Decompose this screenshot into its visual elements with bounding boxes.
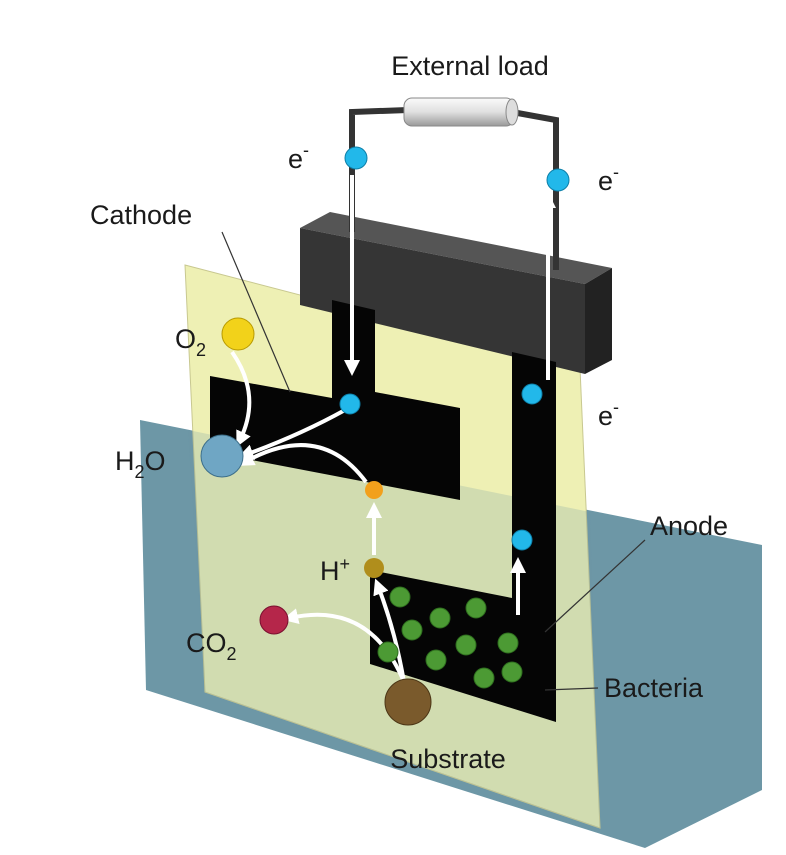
- substrate-to-proton-arrow: [373, 578, 406, 683]
- external-circuit: [349, 97, 559, 270]
- oxygen-label: O2: [175, 324, 206, 360]
- electrons: [339, 146, 570, 551]
- electron-icon: [344, 146, 368, 170]
- cathode-label: Cathode: [90, 200, 192, 230]
- electron-icon: [521, 383, 543, 405]
- oxygen-to-water-arrow: [230, 350, 252, 448]
- substrate-to-co2-arrow: [282, 608, 406, 683]
- proton-cathode-icon: [365, 481, 383, 499]
- electron-icon: [546, 168, 570, 192]
- electron-icon: [339, 393, 361, 415]
- electron-to-water-arrow: [237, 408, 346, 460]
- electron-icon: [511, 529, 533, 551]
- leader-lines: [221, 231, 646, 691]
- proton-to-water-arrow: [238, 443, 368, 484]
- water-label: H2O: [115, 446, 166, 482]
- substrate-molecule-icon: [384, 678, 432, 726]
- co2-label: CO2: [186, 628, 237, 664]
- co2-molecule-icon: [259, 605, 289, 635]
- oxygen-molecule-icon: [221, 317, 255, 351]
- bacteria-label: Bacteria: [604, 673, 704, 703]
- water-molecule-icon: [200, 434, 244, 478]
- electron-label: e-: [598, 397, 619, 431]
- proton-icon: [364, 558, 384, 578]
- flow-arrows: [230, 175, 556, 683]
- anode-label: Anode: [650, 511, 728, 541]
- substrate-label: Substrate: [390, 744, 506, 774]
- bacteria-cluster: [377, 586, 523, 689]
- proton-label: H+: [320, 554, 350, 586]
- electrode-holder: [300, 212, 612, 374]
- external-load-label: External load: [391, 51, 549, 81]
- electron-label: e-: [288, 140, 309, 174]
- external-load-resistor: [403, 97, 515, 127]
- electron-label: e-: [598, 162, 619, 196]
